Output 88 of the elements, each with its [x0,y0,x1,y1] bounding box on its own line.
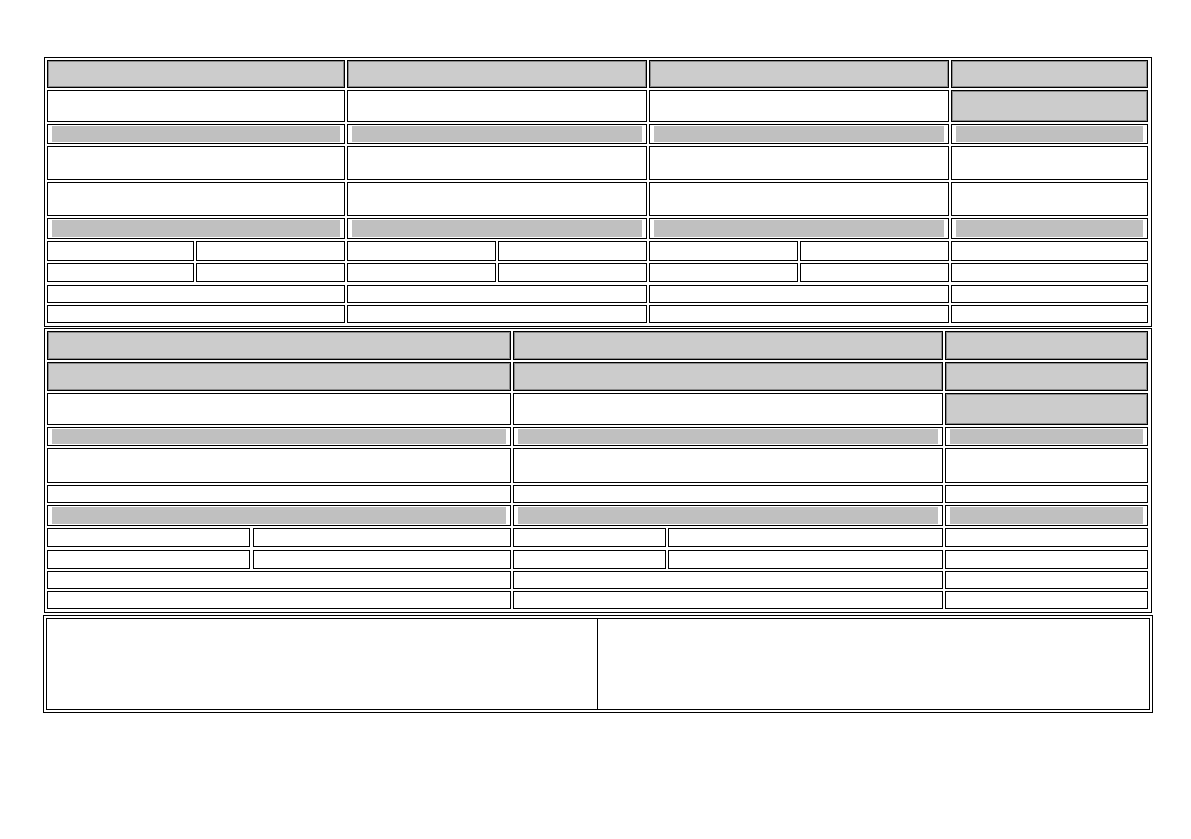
field-cell [47,285,345,303]
header-cell [347,60,647,88]
header-cell [945,393,1148,425]
section-bar [513,505,943,526]
form-panel [44,328,1152,613]
field-cell [513,571,943,589]
field-cell [47,146,345,180]
field-cell [47,305,345,323]
section-bar [951,124,1148,144]
field-cell [253,528,511,547]
field-cell [347,241,496,261]
field-cell [253,550,511,569]
field-cell [347,182,647,216]
header-cell [951,90,1148,122]
field-cell [951,285,1148,303]
section-bar [513,427,943,446]
field-cell [196,241,345,261]
field-cell [47,591,511,609]
field-cell [196,263,345,282]
field-cell [498,241,647,261]
field-cell [649,263,798,282]
field-cell [347,146,647,180]
header-cell [945,331,1148,360]
header-cell [513,331,943,360]
field-cell [951,305,1148,323]
field-cell [347,305,647,323]
field-cell [513,448,943,483]
section-bar [649,124,949,144]
field-cell [649,241,798,261]
field-cell [46,618,598,710]
header-cell [513,362,943,391]
header-cell [649,60,949,88]
section-bar [951,218,1148,239]
form-panel [43,615,1153,713]
section-bar [47,124,345,144]
field-cell [649,146,949,180]
field-cell [800,241,949,261]
field-cell [649,182,949,216]
field-cell [347,285,647,303]
field-cell [498,263,647,282]
field-cell [47,550,250,569]
field-cell [47,528,250,547]
field-cell [347,263,496,282]
field-cell [945,591,1148,609]
field-cell [597,618,1150,710]
section-bar [47,218,345,239]
field-cell [47,241,194,261]
form-panel [44,57,1152,327]
field-cell [945,448,1148,483]
field-cell [945,550,1148,569]
section-bar [347,124,647,144]
field-cell [800,263,949,282]
field-cell [513,591,943,609]
field-cell [649,285,949,303]
header-cell [47,60,345,88]
header-cell [47,331,511,360]
field-cell [513,528,666,547]
field-cell [513,393,943,425]
field-cell [47,263,194,282]
section-bar [649,218,949,239]
field-cell [47,448,511,483]
field-cell [47,485,511,503]
field-cell [951,263,1148,282]
header-cell [951,60,1148,88]
header-cell [47,362,511,391]
header-cell [945,362,1148,391]
field-cell [951,241,1148,261]
field-cell [513,485,943,503]
field-cell [945,485,1148,503]
field-cell [951,146,1148,180]
field-cell [513,550,666,569]
section-bar [945,427,1148,446]
field-cell [47,182,345,216]
section-bar [945,505,1148,526]
field-cell [945,571,1148,589]
field-cell [47,90,345,122]
field-cell [945,528,1148,547]
field-cell [47,393,511,425]
section-bar [347,218,647,239]
field-cell [47,571,511,589]
field-cell [347,90,647,122]
field-cell [649,90,949,122]
field-cell [668,528,943,547]
field-cell [951,182,1148,216]
field-cell [668,550,943,569]
field-cell [649,305,949,323]
section-bar [47,427,511,446]
section-bar [47,505,511,526]
